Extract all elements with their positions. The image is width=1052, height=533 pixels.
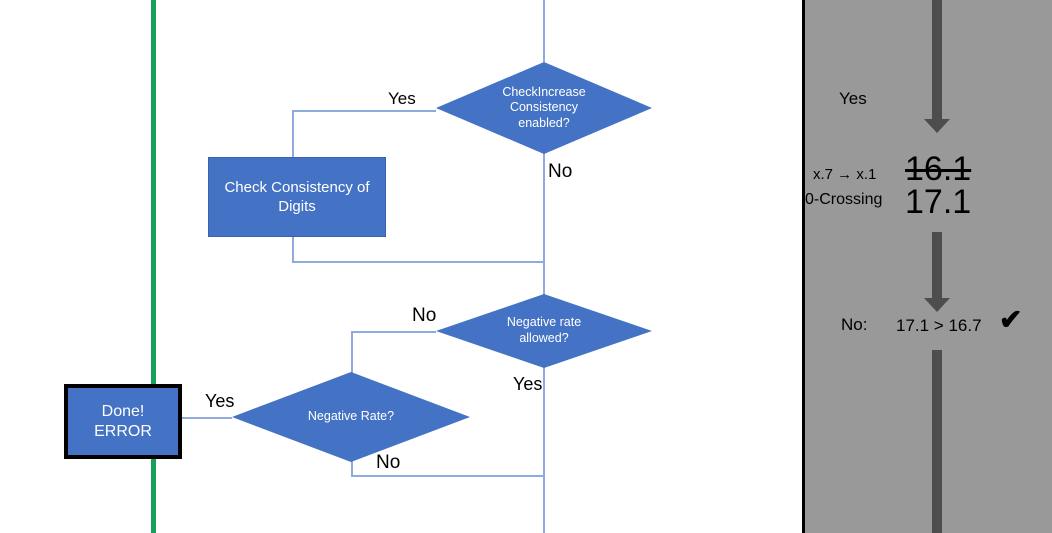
- decision-line-3: enabled?: [518, 115, 570, 130]
- decision-negative-rate[interactable]: Negative Rate?: [232, 372, 470, 462]
- connector-yes-horizontal: [292, 110, 436, 112]
- panel-arrow-1-head: [924, 119, 950, 133]
- panel-rounding-label: x.7 → x.1: [813, 166, 877, 183]
- connector-negrate-no-horizontal: [351, 475, 545, 477]
- connector-negallowed-yes-down: [543, 367, 545, 477]
- panel-zero-crossing-label: 0-Crossing: [805, 191, 883, 208]
- edge-label-negative-rate-allowed-no: No: [412, 305, 437, 326]
- process-check-consistency-of-digits[interactable]: Check Consistency of Digits: [208, 157, 386, 237]
- panel-yes-label: Yes: [839, 89, 867, 108]
- process-line-1: Check Consistency: [224, 178, 353, 196]
- connector-negrate-yes-horizontal: [172, 417, 232, 419]
- connector-negrate-no-down: [351, 452, 353, 476]
- connector-bottom-spine: [543, 475, 545, 533]
- connector-yes-down-to-box: [292, 110, 294, 158]
- annotation-panel: Yes x.7 → x.1 0-Crossing 16.1 17.1 No: 1…: [802, 0, 1052, 533]
- check-mark-icon: ✔: [999, 304, 1023, 335]
- terminal-done-error[interactable]: Done! ERROR: [64, 384, 182, 459]
- edge-label-check-increase-no: No: [548, 161, 573, 182]
- terminal-line-2: ERROR: [94, 422, 152, 440]
- process-line-2: of Digits: [278, 178, 370, 216]
- panel-arrow-2-head: [924, 298, 950, 312]
- decision-line-1: Negative Rate?: [307, 409, 395, 424]
- decision-line-1: Negative rate: [506, 315, 582, 330]
- green-vertical-divider: [151, 0, 156, 533]
- connector-top-spine: [543, 0, 545, 62]
- panel-arrow-3-shaft: [932, 350, 942, 533]
- connector-negallowed-no-horizontal: [351, 331, 436, 333]
- decision-check-increase-consistency[interactable]: CheckIncrease Consistency enabled?: [436, 62, 652, 154]
- edge-label-check-increase-yes: Yes: [388, 89, 416, 108]
- edge-label-negative-rate-no: No: [376, 452, 401, 473]
- connector-box-bottom-down: [292, 234, 294, 262]
- edge-label-negative-rate-yes: Yes: [205, 391, 235, 411]
- connector-box-return-horizontal: [292, 261, 544, 263]
- decision-negative-rate-allowed[interactable]: Negative rate allowed?: [436, 294, 652, 368]
- panel-value-struck: 16.1: [905, 150, 972, 188]
- panel-value-current: 17.1: [905, 183, 972, 221]
- decision-line-2: Consistency: [509, 100, 579, 115]
- connector-checkincrease-no: [543, 153, 545, 295]
- edge-label-negative-rate-allowed-yes: Yes: [513, 374, 543, 394]
- panel-arrow-1-shaft: [932, 0, 942, 120]
- decision-line-2: allowed?: [519, 331, 569, 345]
- panel-result-prefix: No:: [841, 315, 868, 334]
- decision-line-1: CheckIncrease: [502, 84, 586, 99]
- panel-result-comparison: 17.1 > 16.7: [896, 316, 982, 335]
- panel-arrow-2-shaft: [932, 232, 942, 299]
- terminal-line-1: Done!: [101, 402, 145, 420]
